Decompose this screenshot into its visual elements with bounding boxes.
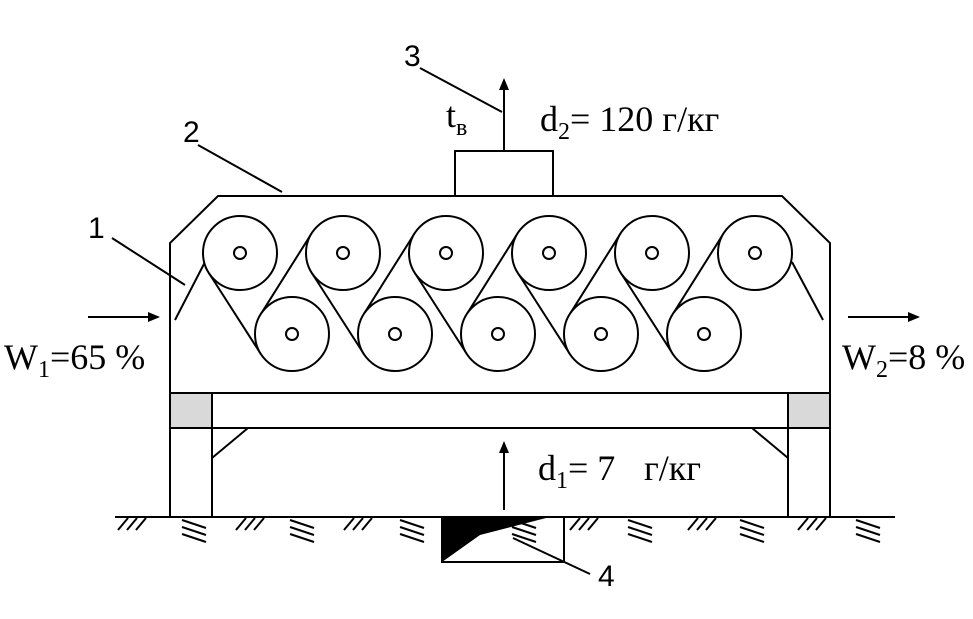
roll-axle: [594, 327, 608, 341]
callout-1-leader: [111, 237, 186, 286]
inlet-humidity-unit: г/кг: [644, 448, 701, 488]
belt-segment: [362, 232, 416, 315]
initial-moisture-label: W1=65 %: [4, 337, 145, 383]
callout-1: 1: [88, 212, 105, 245]
callout-4: 4: [598, 560, 615, 593]
callout-4-leader: [512, 537, 591, 575]
belt-segment: [620, 272, 674, 355]
belt-segment: [208, 272, 262, 355]
belt-segment: [671, 232, 725, 315]
roll-axle: [697, 327, 711, 341]
roll-axle: [748, 246, 762, 260]
final-moisture-label: W2=8 %: [842, 337, 965, 383]
right-support-block: [787, 392, 831, 429]
roll-axle: [285, 327, 299, 341]
belt-segment: [465, 232, 519, 315]
belt-segment: [311, 272, 365, 355]
exhaust-duct: [454, 150, 554, 196]
roll-system: [174, 215, 824, 372]
roll-axle: [336, 246, 350, 260]
roll-axle: [645, 246, 659, 260]
roll-axle: [542, 246, 556, 260]
callout-3-leader: [419, 67, 503, 113]
outlet-temperature-label: tв: [446, 95, 467, 141]
outlet-humidity-label: d2= 120 г/кг: [540, 99, 719, 145]
belt-segment: [414, 272, 468, 355]
roll-axle: [491, 327, 505, 341]
belt-exit: [791, 261, 824, 321]
air-heater: [441, 516, 565, 563]
callout-2-leader: [197, 144, 283, 193]
left-support-block: [169, 392, 213, 429]
roll-axle: [233, 246, 247, 260]
inlet-humidity-label: d1= 7: [538, 448, 615, 494]
belt-entry: [174, 261, 206, 321]
callout-3: 3: [404, 40, 421, 73]
belt-segment: [568, 232, 622, 315]
roll-axle: [439, 246, 453, 260]
base-frame: [169, 392, 831, 517]
roll-axle: [388, 327, 402, 341]
belt-segment: [259, 232, 313, 315]
belt-segment: [517, 272, 571, 355]
callout-2: 2: [183, 116, 200, 149]
